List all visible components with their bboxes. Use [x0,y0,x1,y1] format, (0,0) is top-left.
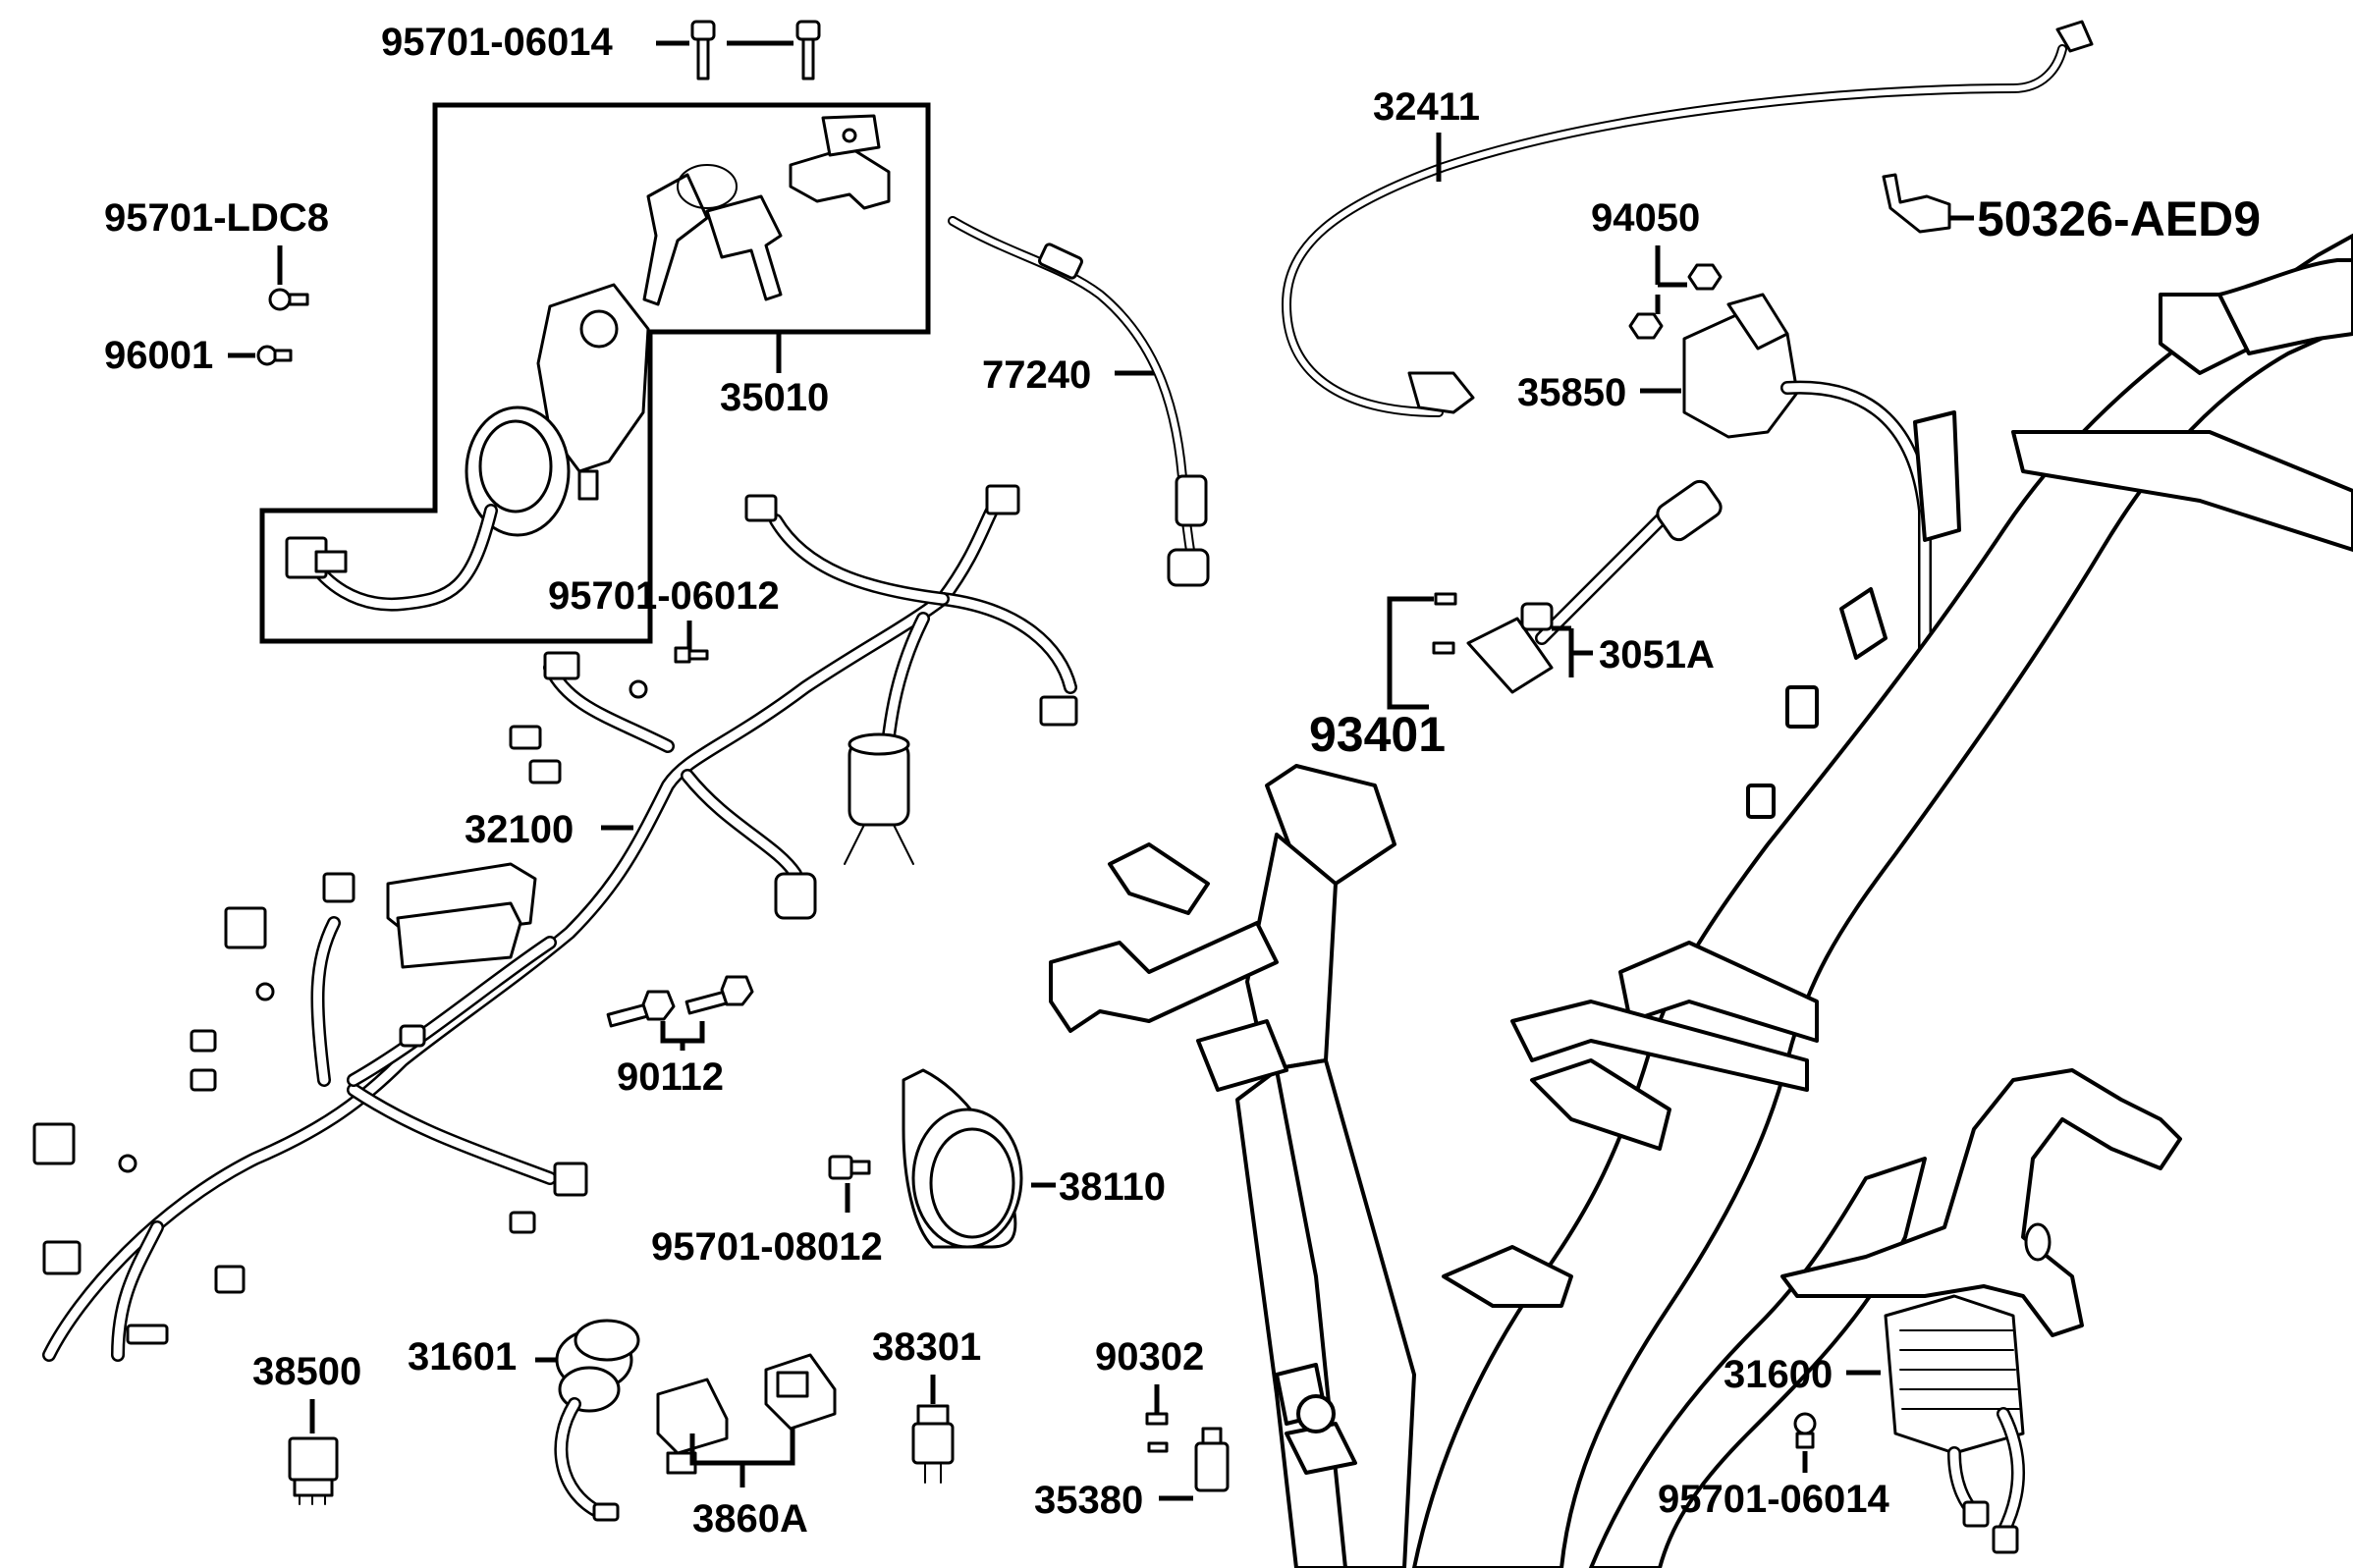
label-50326-aed9: 50326-AED9 [1977,191,2261,246]
wiring-harness-32100: 32100 [32,484,1078,1362]
bolt-95701-06012: 95701-06012 [548,574,780,664]
sensor-38301: 38301 [872,1325,981,1484]
harness-connector [509,725,542,750]
harness-connector [744,494,778,522]
bolt-95701-06014-pair [656,20,821,81]
harness-connector [224,906,267,949]
label-35850: 35850 [1517,371,1626,414]
label-77240: 77240 [982,353,1091,397]
plug-cap-3051a: 3051A 93401 [1309,479,1723,762]
battery-cable-32411: 32411 [1281,20,2094,417]
harness-connector [553,1162,588,1197]
label-93401: 93401 [1309,707,1446,762]
harness-connector [126,1324,169,1345]
label-31600: 31600 [1724,1353,1833,1396]
harness-connector [528,759,562,784]
harness-cover [396,901,522,969]
harness-connector [190,1068,217,1092]
label-38110: 38110 [1059,1165,1166,1209]
screws-ldc8-96001: 95701-LDC8 96001 [104,196,329,377]
rear-bracket [1780,1068,2182,1337]
label-32100: 32100 [465,808,574,851]
harness-connector [32,1122,76,1165]
relay-38500: 38500 [252,1350,361,1505]
label-95701-ldc8: 95701-LDC8 [104,196,329,240]
harness-connector [322,872,356,903]
harness-connector [214,1265,246,1294]
label-96001: 96001 [104,334,213,377]
label-35380: 35380 [1034,1479,1143,1522]
label-94050: 94050 [1591,196,1700,240]
lock-bracket [789,114,891,210]
switch-35380: 90302 35380 [1034,1335,1230,1522]
label-95701-08012: 95701-08012 [651,1225,883,1269]
ignition-kit-outline [259,102,931,644]
label-3051a: 3051A [1599,633,1715,676]
harness-connector [774,872,817,920]
regulator-31600: 31600 [1724,1294,2025,1554]
harness-connector [42,1240,82,1275]
label-95701-06012: 95701-06012 [548,574,780,618]
bolt-95701-06014-bottom: 95701-06014 [1658,1412,1890,1521]
harness-ring-terminal [118,1154,137,1173]
label-38301: 38301 [872,1325,981,1369]
harness-connector [190,1029,217,1053]
label-3860a: 3860A [692,1497,808,1541]
label-95701-06014-top: 95701-06014 [381,21,614,64]
label-90302: 90302 [1095,1335,1204,1379]
horn-38110: 38110 [902,1068,1166,1249]
cable-77240: 77240 [948,216,1210,587]
bolt-95701-08012: 95701-08012 [651,1155,883,1269]
label-32411: 32411 [1373,85,1480,129]
bolts-90112: 90112 [606,975,754,1099]
socket-31601: 31601 [408,1319,640,1522]
label-38500: 38500 [252,1350,361,1393]
label-90112: 90112 [617,1055,724,1099]
ignition-lock-body [465,283,650,537]
harness-connector [1039,695,1078,727]
clip-50326-aed9: 50326-AED9 [1882,173,2261,246]
harness-grommet [399,1024,426,1048]
harness-ring-terminal [255,982,275,1001]
ignition-keys [642,164,783,306]
scooter-frame [1049,234,2353,1568]
nuts-94050: 94050 [1591,196,1723,340]
harness-connector [509,1211,536,1234]
ignition-switch-group: 95701-06014 35010 [259,20,931,644]
label-35010: 35010 [720,376,829,419]
label-31601: 31601 [408,1335,517,1379]
relays-3860a: 3860A [656,1353,837,1541]
harness-connector [543,651,580,680]
label-95701-06014-bottom: 95701-06014 [1658,1478,1890,1521]
ignition-switch-cable [285,504,498,612]
harness-ring-terminal [629,679,648,699]
harness-connector [985,484,1020,515]
